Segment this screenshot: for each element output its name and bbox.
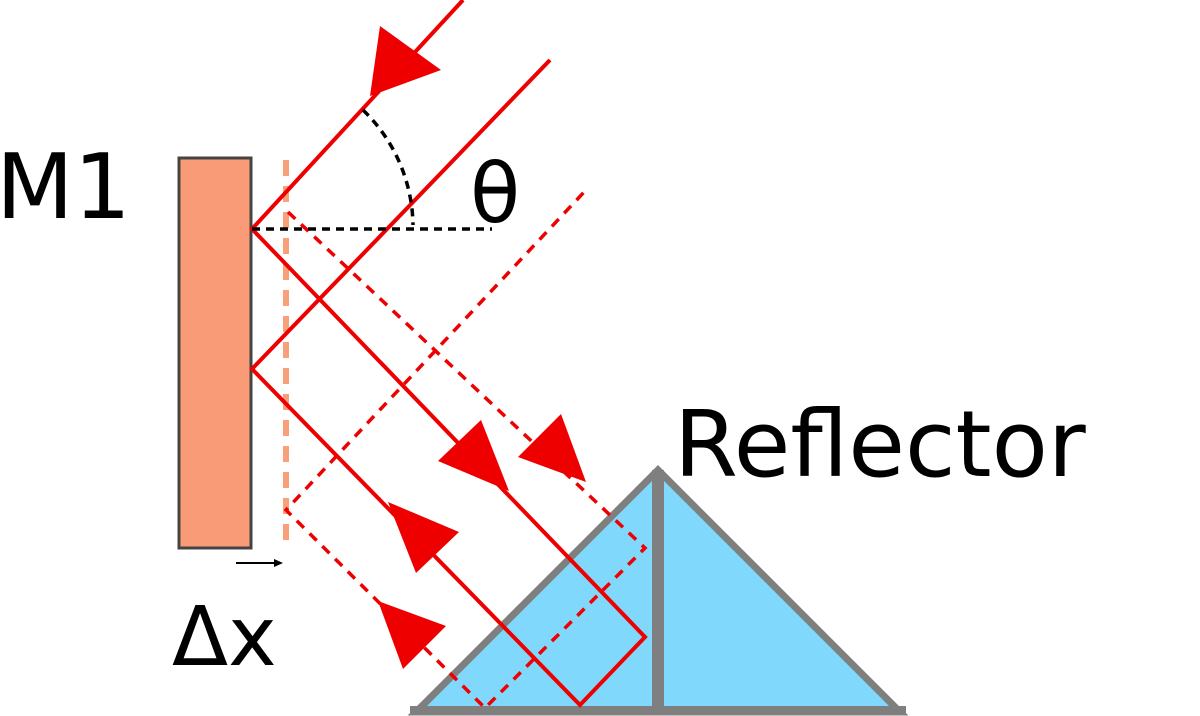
beam-path-dashed	[283, 188, 648, 711]
arrowhead-return	[388, 502, 459, 573]
arrowhead-outgoing	[438, 420, 509, 491]
arrowhead-incoming	[370, 26, 441, 96]
angle-arc	[361, 108, 415, 226]
arrowhead-dashed-outgoing	[518, 414, 586, 482]
mirror-label: M1	[0, 135, 131, 240]
mirror-m1	[177, 156, 253, 550]
arrowhead-dashed-return	[378, 601, 446, 669]
reflector-label: Reflector	[674, 391, 1086, 498]
reflector-prism	[407, 465, 909, 716]
displacement-arrow-icon	[236, 559, 283, 567]
displacement-label: Δx	[172, 590, 277, 685]
beam-path-solid	[249, 0, 648, 708]
angle-label: θ	[470, 147, 520, 242]
